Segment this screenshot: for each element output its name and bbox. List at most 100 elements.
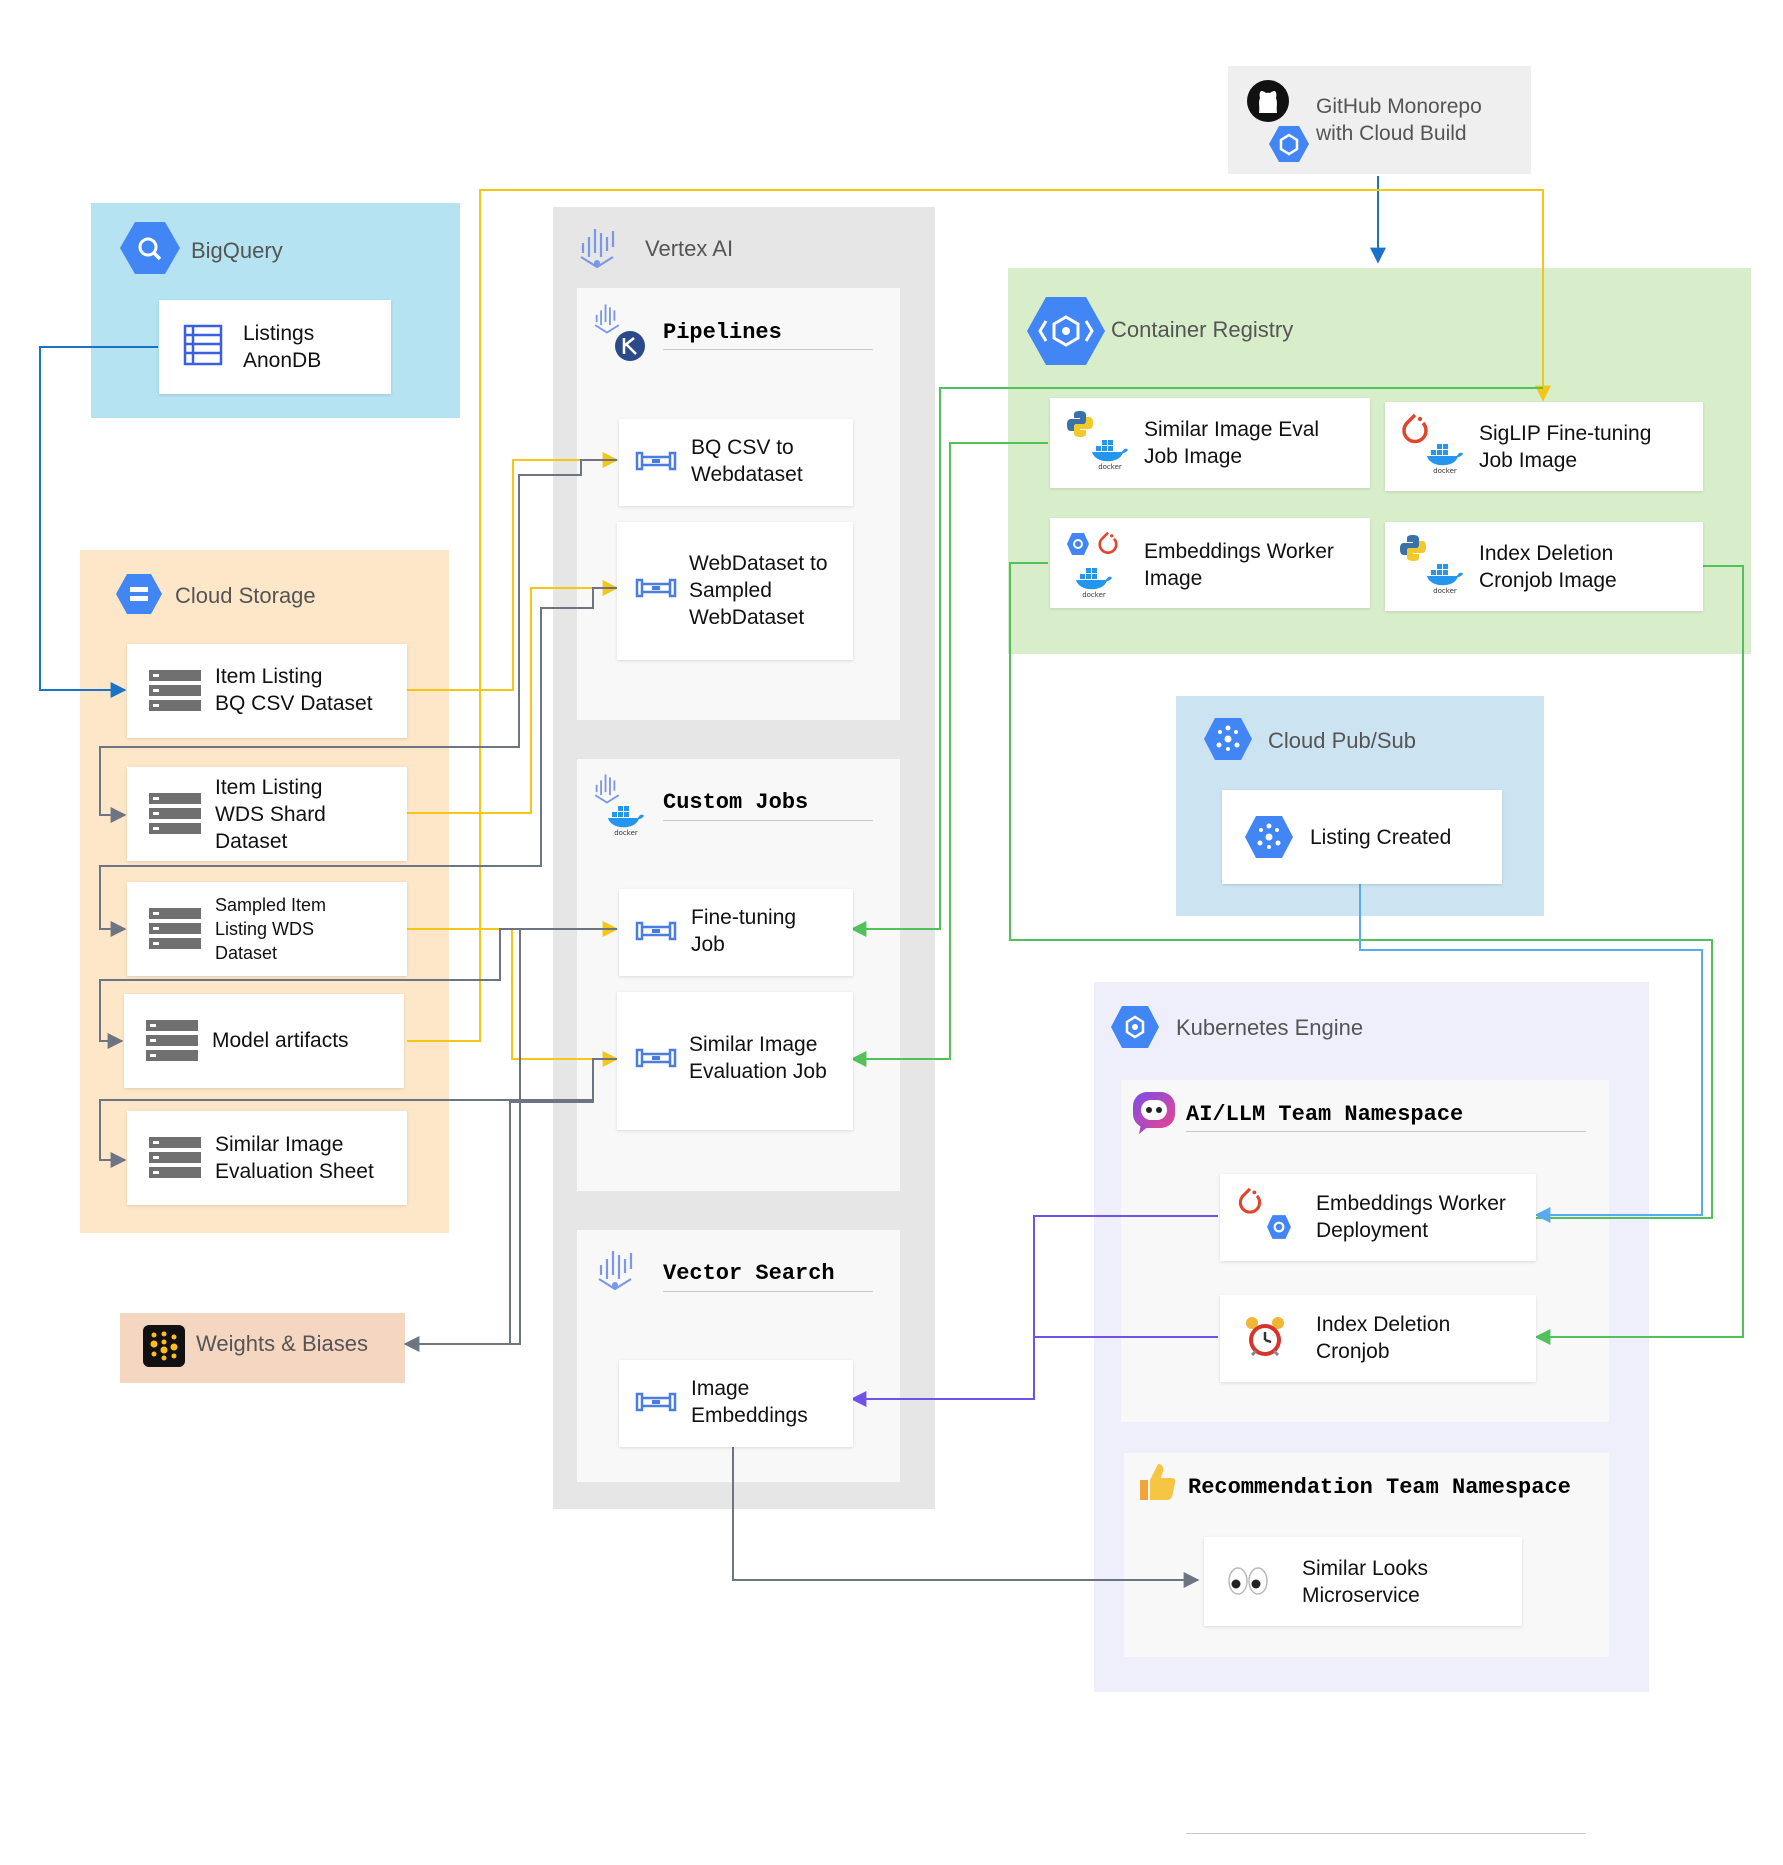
thumbs-up-icon <box>1134 1460 1178 1509</box>
pytorch-icon <box>1399 412 1431 453</box>
docker-icon: docker <box>1425 560 1465 599</box>
cloud-storage-icon <box>115 572 163 621</box>
storage-bucket-icon <box>149 908 201 955</box>
vector-search-icon <box>595 1245 635 1296</box>
pipelines-title: Pipelines <box>663 320 782 345</box>
index-deletion-image-card[interactable]: docker Index Deletion Cronjob Image <box>1385 522 1703 611</box>
vertex-ai-icon <box>577 223 617 274</box>
image-embeddings-label: Image Embeddings <box>691 1377 808 1427</box>
cloud-storage-title: Cloud Storage <box>175 583 316 608</box>
kubernetes-icon <box>1066 532 1090 561</box>
alarm-clock-icon <box>1244 1315 1286 1364</box>
storage-bucket-icon <box>149 1137 201 1184</box>
bq-csv-to-webdataset-card[interactable]: BQ CSV to Webdataset <box>619 419 853 506</box>
github-icon <box>1246 79 1290 128</box>
github-title: GitHub Monorepo with Cloud Build <box>1316 95 1482 145</box>
webdataset-to-sampled-card[interactable]: WebDataset to Sampled WebDataset <box>617 522 853 660</box>
eval-sheet-label: Similar Image Evaluation Sheet <box>215 1133 374 1183</box>
svg-text:docker: docker <box>1082 591 1106 598</box>
storage-bucket-icon <box>146 1020 198 1067</box>
model-artifacts-label: Model artifacts <box>212 1029 349 1052</box>
embeddings-worker-deployment-label: Embeddings Worker Deployment <box>1316 1192 1506 1242</box>
svg-text:docker: docker <box>1433 467 1457 474</box>
ai-llm-namespace-title: AI/LLM Team Namespace <box>1186 1102 1464 1127</box>
kubernetes-icon <box>1266 1214 1292 1245</box>
image-embeddings-card[interactable]: Image Embeddings <box>619 1360 853 1447</box>
pytorch-icon <box>1096 530 1120 563</box>
embeddings-worker-image-card[interactable]: docker Embeddings Worker Image <box>1050 518 1370 608</box>
gke-icon <box>1110 1004 1160 1055</box>
vertex-ai-icon <box>592 300 622 339</box>
docker-icon: docker <box>1090 436 1130 475</box>
vertex-ai-icon <box>592 770 622 809</box>
listing-created-label: Listing Created <box>1310 826 1452 849</box>
vector-search-rule <box>663 1291 873 1292</box>
bigquery-icon <box>119 220 181 281</box>
docker-icon: docker <box>606 802 646 841</box>
table-icon <box>183 324 223 371</box>
siglip-finetune-image-card[interactable]: docker SigLIP Fine-tuning Job Image <box>1385 402 1703 491</box>
storage-bucket-icon <box>149 670 201 717</box>
ai-llm-namespace-rule <box>1186 1131 1586 1132</box>
robot-face-icon <box>1131 1090 1177 1141</box>
index-deletion-cronjob-card[interactable]: Index Deletion Cronjob <box>1220 1295 1536 1382</box>
job-icon <box>635 1046 677 1075</box>
listings-anondb-label: Listings AnonDB <box>243 322 322 372</box>
bq-csv-to-webdataset-label: BQ CSV to Webdataset <box>691 436 803 486</box>
similar-image-eval-job-label: Similar Image Evaluation Job <box>689 1033 827 1083</box>
sampled-wds-dataset-label: Sampled Item Listing WDS Dataset <box>215 895 327 963</box>
wandb-title: Weights & Biases <box>196 1331 369 1356</box>
index-deletion-image-label: Index Deletion Cronjob Image <box>1479 542 1617 592</box>
vertex-ai-title: Vertex AI <box>645 236 734 261</box>
fine-tuning-job-card[interactable]: Fine-tuning Job <box>619 889 853 976</box>
bigquery-title: BigQuery <box>191 238 283 263</box>
pytorch-icon <box>1236 1186 1264 1223</box>
similar-image-eval-image-label: Similar Image Eval Job Image <box>1144 418 1320 468</box>
eyes-icon <box>1226 1565 1270 1602</box>
custom-jobs-title: Custom Jobs <box>663 790 809 815</box>
embeddings-worker-deployment-card[interactable]: Embeddings Worker Deployment <box>1220 1174 1536 1261</box>
bottom-rule <box>1186 1833 1586 1834</box>
pubsub-topic-icon <box>1244 814 1294 865</box>
recommendation-namespace-title: Recommendation Team Namespace <box>1188 1475 1571 1500</box>
pubsub-title: Cloud Pub/Sub <box>1268 728 1416 753</box>
similar-looks-microservice-card[interactable]: Similar Looks Microservice <box>1204 1537 1522 1626</box>
index-icon <box>635 1390 677 1419</box>
custom-jobs-rule <box>663 820 873 821</box>
container-registry-icon <box>1026 295 1106 372</box>
wds-shard-dataset-label: Item Listing WDS Shard Dataset <box>215 776 326 853</box>
wds-shard-dataset-card[interactable]: Item Listing WDS Shard Dataset <box>127 767 407 861</box>
pubsub-icon <box>1203 716 1253 767</box>
webdataset-to-sampled-label: WebDataset to Sampled WebDataset <box>689 552 828 629</box>
python-icon <box>1399 534 1427 567</box>
embeddings-worker-image-label: Embeddings Worker Image <box>1144 540 1334 590</box>
wandb-icon <box>143 1325 185 1372</box>
similar-looks-microservice-label: Similar Looks Microservice <box>1302 1557 1429 1607</box>
pipelines-rule <box>663 349 873 350</box>
docker-icon: docker <box>1074 564 1114 603</box>
sampled-wds-dataset-card[interactable]: Sampled Item Listing WDS Dataset <box>127 882 407 976</box>
bq-csv-dataset-label: Item Listing BQ CSV Dataset <box>215 665 373 715</box>
storage-bucket-icon <box>149 793 201 840</box>
pipeline-step-icon <box>635 576 677 605</box>
docker-icon: docker <box>1425 440 1465 479</box>
bq-csv-dataset-card[interactable]: Item Listing BQ CSV Dataset <box>127 644 407 738</box>
svg-text:docker: docker <box>1433 587 1457 594</box>
cloud-build-icon <box>1268 124 1310 169</box>
fine-tuning-job-label: Fine-tuning Job <box>691 906 797 956</box>
svg-text:docker: docker <box>1098 463 1122 470</box>
job-icon <box>635 919 677 948</box>
python-icon <box>1066 410 1094 443</box>
eval-sheet-card[interactable]: Similar Image Evaluation Sheet <box>127 1111 407 1205</box>
container-registry-title: Container Registry <box>1111 317 1294 342</box>
siglip-finetune-image-label: SigLIP Fine-tuning Job Image <box>1479 422 1652 472</box>
similar-image-eval-job-card[interactable]: Similar Image Evaluation Job <box>617 992 853 1130</box>
kubeflow-icon <box>614 330 646 367</box>
svg-text:docker: docker <box>614 829 638 836</box>
vector-search-title: Vector Search <box>663 1261 835 1286</box>
similar-image-eval-image-card[interactable]: docker Similar Image Eval Job Image <box>1050 398 1370 488</box>
model-artifacts-card[interactable]: Model artifacts <box>124 994 404 1088</box>
listing-created-card[interactable]: Listing Created <box>1222 790 1502 884</box>
gke-title: Kubernetes Engine <box>1176 1015 1364 1040</box>
listings-anondb-card[interactable]: Listings AnonDB <box>159 300 391 394</box>
